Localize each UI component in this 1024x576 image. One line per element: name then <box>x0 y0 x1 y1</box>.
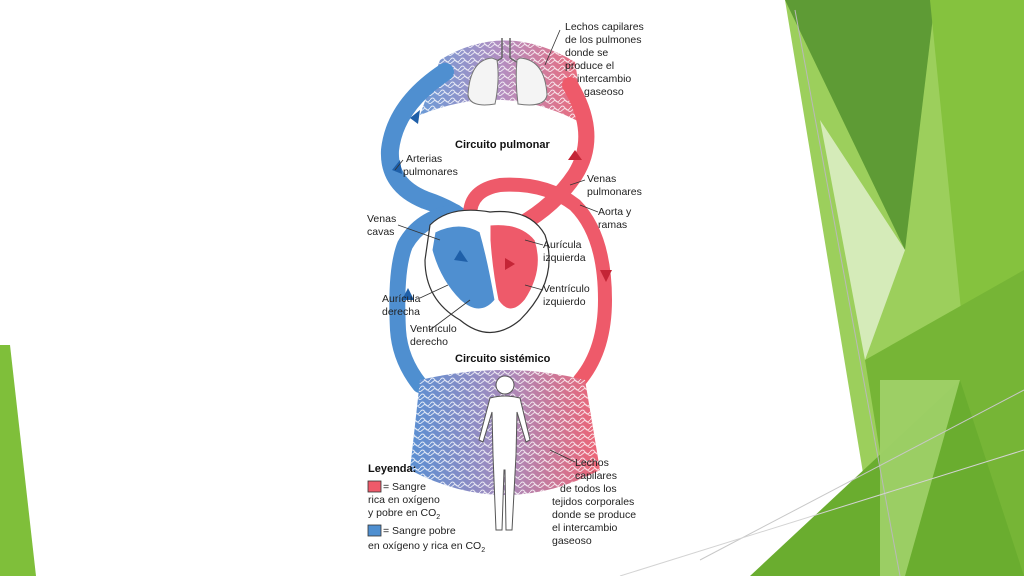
label-body-capillaries: Lechos capilares de todos los tejidos co… <box>552 457 639 547</box>
left-heart <box>489 224 539 310</box>
legend-line: = Sangre <box>383 481 426 493</box>
label-line: izquierda <box>543 252 586 264</box>
label-right-ventricle: Ventrículo derecho <box>410 323 460 348</box>
label-line: donde se produce <box>552 509 636 521</box>
slide-decoration-left <box>0 345 36 576</box>
label-vena-cava: Venas cavas <box>367 213 399 238</box>
label-line: derecho <box>410 336 448 348</box>
legend-line: en oxígeno y rica en CO <box>368 540 481 552</box>
legend-line: = Sangre pobre <box>383 525 456 537</box>
label-line: tejidos corporales <box>552 496 634 508</box>
pulmonary-circuit-title: Circuito pulmonar <box>455 139 550 151</box>
label-line: el intercambio <box>552 522 618 534</box>
label-line: Lechos <box>575 457 609 469</box>
label-line: Lechos capilares <box>565 21 644 33</box>
legend-title: Leyenda: <box>368 463 416 475</box>
legend-swatch-deoxygenated <box>367 524 382 537</box>
label-line: de los pulmones <box>565 34 641 46</box>
legend-oxygenated-text: = Sangre rica en oxígeno y pobre en CO2 <box>368 481 443 521</box>
label-line: Ventrículo <box>410 323 457 335</box>
leader-lines <box>394 29 599 463</box>
label-line: izquierdo <box>543 296 586 308</box>
legend-swatch-oxygenated <box>367 480 382 493</box>
label-pulmonary-veins: Venas pulmonares <box>587 173 642 198</box>
label-line: pulmonares <box>403 166 458 178</box>
systemic-circuit-title: Circuito sistémico <box>455 353 551 365</box>
label-line: Aurícula <box>382 293 421 305</box>
legend-subscript: 2 <box>481 547 485 554</box>
legend: Leyenda: = Sangre rica en oxígeno y pobr… <box>367 463 485 554</box>
lung-capillary-mesh <box>420 40 585 125</box>
label-lung-capillaries: Lechos capilares de los pulmones donde s… <box>565 21 647 98</box>
label-line: capilares <box>575 470 617 482</box>
human-silhouette <box>478 375 531 531</box>
pulmonary-vein <box>512 77 595 233</box>
label-line: gaseoso <box>552 535 592 547</box>
label-line: Aurícula <box>543 239 582 251</box>
aorta <box>463 177 613 387</box>
decor-shape <box>880 380 960 576</box>
label-right-atrium: Aurícula derecha <box>382 293 423 318</box>
legend-line: rica en oxígeno <box>368 494 440 506</box>
label-line: gaseoso <box>584 86 624 98</box>
slide-decoration-right <box>619 0 1024 576</box>
decor-shape <box>820 120 905 360</box>
label-aorta: Aorta y ramas <box>598 206 634 231</box>
label-line: pulmonares <box>587 186 642 198</box>
label-line: de todos los <box>560 483 617 495</box>
decor-shape <box>785 0 935 250</box>
vena-cava <box>389 204 463 393</box>
label-line: Arterias <box>406 153 442 165</box>
label-line: cavas <box>367 226 394 238</box>
label-line: derecha <box>382 306 420 318</box>
lungs <box>467 38 548 106</box>
circulatory-diagram: Circuito pulmonar Circuito sistémico Lec… <box>367 21 647 554</box>
label-pulmonary-arteries: Arterias pulmonares <box>403 153 458 178</box>
label-line: Venas <box>367 213 396 225</box>
label-line: Ventrículo <box>543 283 590 295</box>
flow-arrows-red <box>505 150 612 282</box>
label-line: donde se <box>565 47 608 59</box>
label-line: ramas <box>598 219 627 231</box>
legend-subscript: 2 <box>436 514 440 521</box>
label-line: Venas <box>587 173 616 185</box>
label-line: Aorta y <box>598 206 632 218</box>
label-line: intercambio <box>577 73 631 85</box>
label-left-atrium: Aurícula izquierda <box>543 239 586 264</box>
legend-deoxygenated-text: = Sangre pobre en oxígeno y rica en CO2 <box>368 525 485 554</box>
label-left-ventricle: Ventrículo izquierdo <box>543 283 593 308</box>
right-heart <box>431 225 496 310</box>
label-line: produce el <box>565 60 614 72</box>
legend-line: y pobre en CO <box>368 507 436 519</box>
